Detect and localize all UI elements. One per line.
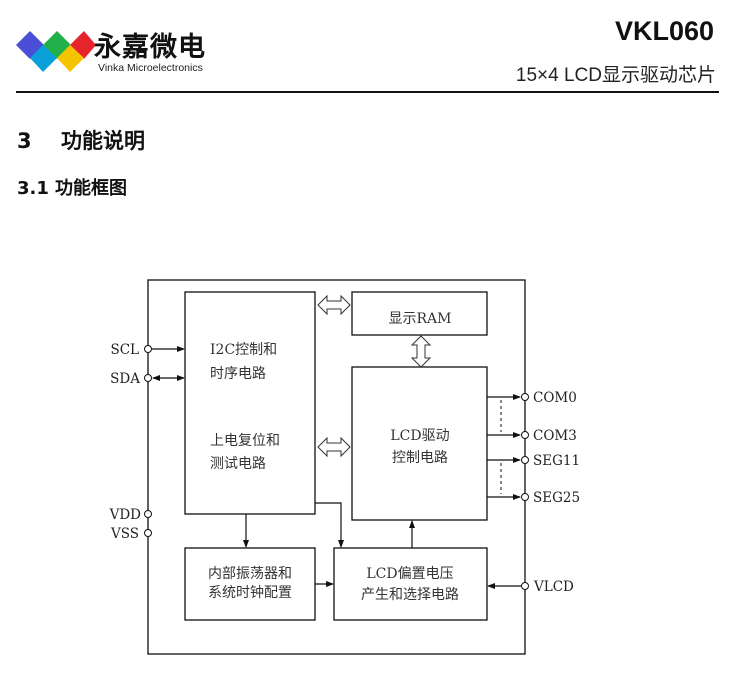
pin-label-com0: COM0 (533, 390, 577, 406)
block-lcd-driver (351, 366, 488, 521)
oscillator-block-label-line1: 内部振荡器和 (208, 566, 292, 582)
logo-company-name-cn: 永嘉微电 (94, 32, 206, 63)
reset-block-label-line2: 测试电路 (210, 456, 266, 472)
pin-label-seg11: SEG11 (533, 453, 580, 469)
subsection-title: 功能框图 (55, 178, 127, 199)
pin-seg11-terminal (521, 456, 529, 464)
subsection-heading: 3.1 功能框图 (17, 174, 127, 200)
block-lcd-bias (333, 547, 488, 621)
pin-vdd-terminal (144, 510, 152, 518)
logo-company-name-en: Vinka Microelectronics (98, 62, 203, 74)
pin-label-vlcd: VLCD (533, 579, 574, 595)
logo-diamond-red (70, 31, 96, 59)
subsection-number: 3.1 (17, 178, 49, 199)
section-title: 功能说明 (61, 129, 145, 153)
block-display-ram (351, 291, 488, 336)
pin-label-com3: COM3 (533, 428, 577, 444)
pin-seg25-terminal (521, 493, 529, 501)
logo-diamond-yellow (57, 45, 84, 72)
pin-label-vss: VSS (110, 526, 139, 542)
driver-block-label-line1: LCD驱动 (390, 428, 449, 444)
bias-block-label-line1: LCD偏置电压 (366, 566, 453, 582)
reset-block-label-line1: 上电复位和 (210, 432, 280, 449)
oscillator-block-label-line2: 系统时钟配置 (208, 584, 292, 601)
driver-block-label-line2: 控制电路 (392, 450, 448, 466)
logo-diamond-cyan (30, 45, 57, 72)
section-heading: 3 功能说明 (17, 125, 145, 155)
chip-boundary (147, 279, 526, 655)
pin-scl-terminal (144, 345, 152, 353)
pin-com0-terminal (521, 393, 529, 401)
bus-arrow-i2c-ram (317, 294, 351, 316)
pin-vlcd-terminal (521, 582, 529, 590)
i2c-block-label-line2: 时序电路 (210, 366, 266, 382)
bus-arrow-ram-driver (410, 335, 432, 368)
pin-label-seg25: SEG25 (533, 490, 580, 506)
document-subtitle: 15×4 LCD显示驱动芯片 (515, 65, 716, 86)
pin-com3-terminal (521, 431, 529, 439)
ram-block-label: 显示RAM (389, 311, 452, 327)
header-divider (16, 91, 719, 93)
block-oscillator (184, 547, 316, 621)
pin-vss-terminal (144, 529, 152, 537)
pin-sda-terminal (144, 374, 152, 382)
reset-to-bias-line (315, 502, 344, 548)
vinka-logo-icon (16, 31, 96, 72)
bus-arrow-reset-driver (317, 436, 351, 458)
pin-label-sda: SDA (110, 371, 140, 387)
pin-label-vdd: VDD (109, 507, 142, 523)
section-number: 3 (17, 129, 32, 153)
pin-label-scl: SCL (110, 342, 139, 358)
document-title: VKL060 (614, 16, 714, 46)
i2c-block-label-line1: I2C控制和 (210, 342, 277, 358)
block-i2c-reset (184, 291, 316, 515)
bias-block-label-line2: 产生和选择电路 (361, 587, 459, 603)
